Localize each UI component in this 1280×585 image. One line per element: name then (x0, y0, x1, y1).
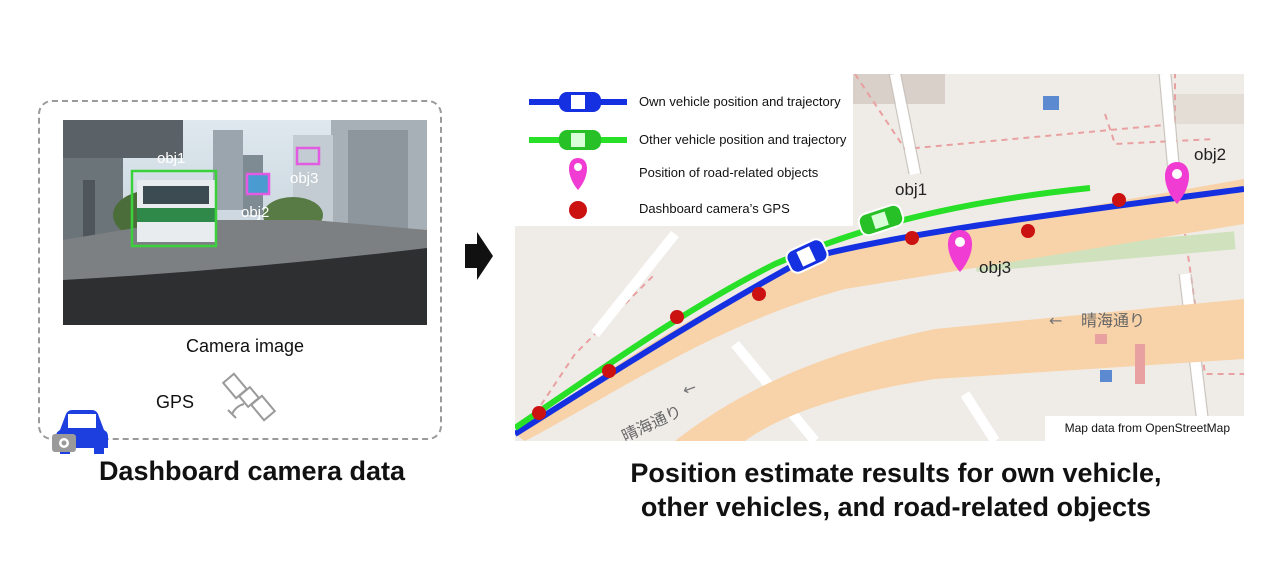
gps-label: GPS (156, 392, 195, 412)
legend-road-objects: Position of road-related objects (639, 165, 819, 180)
obj3-camera-label: obj3 (290, 170, 318, 187)
flow-arrow-icon (465, 232, 493, 280)
camera-image-caption: Camera image (185, 336, 305, 356)
map-attribution: Map data from OpenStreetMap (1044, 416, 1244, 441)
svg-text:←: ← (1049, 311, 1062, 330)
obj3-pin (948, 230, 972, 272)
obj3-detection-box (295, 146, 321, 166)
satellite-icon (222, 372, 277, 422)
street-label-b: 晴海通り (619, 401, 685, 441)
other-vehicle-trajectory (515, 185, 1091, 431)
obj1-map-label: obj1 (895, 180, 928, 199)
obj2-map-label: obj2 (1194, 145, 1227, 164)
map-view: ← ← 晴海通り 晴海通り Own vehicle position a (515, 74, 1244, 441)
right-panel-title-line1: Position estimate results for own vehicl… (630, 458, 1162, 488)
obj1-camera-label: obj1 (157, 150, 185, 167)
svg-text:←: ← (680, 377, 699, 399)
camera-car-icon (52, 410, 108, 454)
gps-point (905, 231, 919, 245)
other-vehicle-marker (857, 203, 905, 237)
map-pin-icon (569, 158, 587, 190)
gps-point (602, 364, 616, 378)
gps-points (532, 193, 1126, 420)
obj2-pin (1165, 162, 1189, 204)
obj1-detection-box (130, 169, 218, 248)
legend-other-vehicle: Other vehicle position and trajectory (639, 132, 847, 147)
left-panel-title: Dashboard camera data (98, 456, 406, 486)
legend-own-vehicle: Own vehicle position and trajectory (639, 94, 841, 109)
gps-point (532, 406, 546, 420)
obj3-map-label: obj3 (979, 258, 1012, 277)
gps-point (752, 287, 766, 301)
dashboard-data-frame (38, 100, 442, 440)
camera-image: obj1 obj2 obj3 (63, 120, 427, 325)
map-legend: Own vehicle position and trajectory Othe… (515, 74, 853, 226)
own-vehicle-marker (785, 238, 829, 274)
street-label-a: 晴海通り (1081, 311, 1145, 330)
right-panel-title-line2: other vehicles, and road-related objects (640, 492, 1152, 522)
gps-point (670, 310, 684, 324)
green-car-icon (529, 130, 627, 150)
obj2-camera-label: obj2 (241, 204, 269, 221)
red-dot-icon (569, 201, 587, 219)
obj2-detection-box (245, 172, 271, 196)
blue-car-icon (529, 92, 627, 112)
right-panel-title: Position estimate results for own vehicl… (560, 456, 1232, 524)
gps-point (1021, 224, 1035, 238)
legend-gps: Dashboard camera’s GPS (639, 201, 790, 216)
gps-point (1112, 193, 1126, 207)
